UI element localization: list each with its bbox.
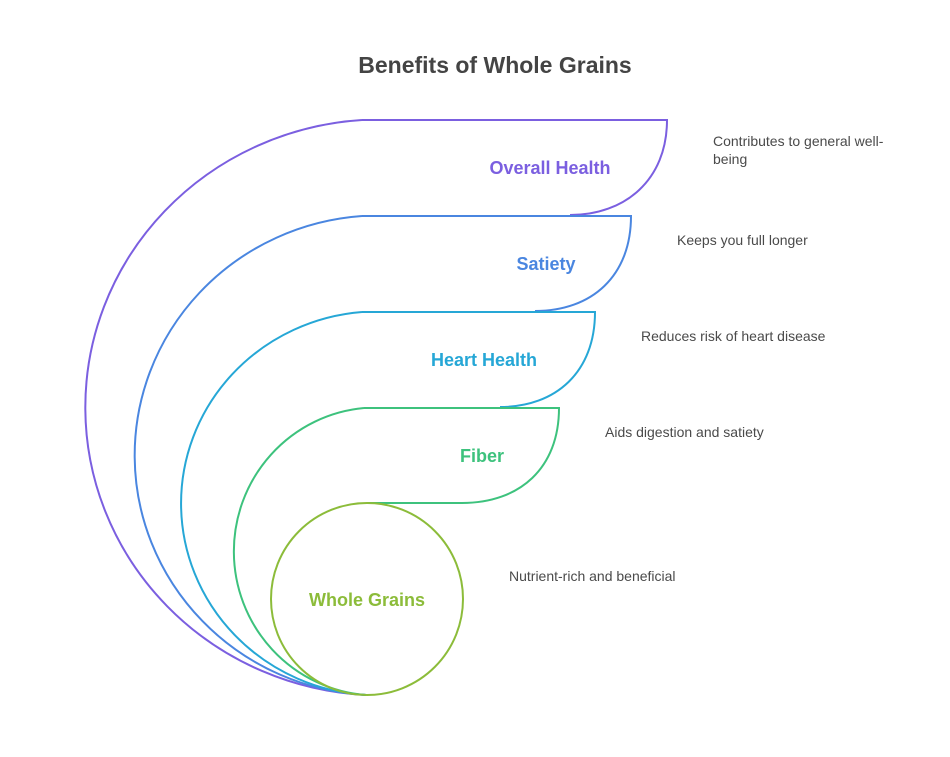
layer-label-satiety: Satiety [516,254,575,274]
layer-label-heart-health: Heart Health [431,350,537,370]
description-overall-health: Contributes to general well-being [713,133,884,167]
layer-shape-satiety [133,215,633,696]
description-whole-grains: Nutrient-rich and beneficial [509,568,676,584]
layer-shape-heart-health [180,311,597,696]
layer-shape-whole-grains [270,502,464,696]
description-heart-health: Reduces risk of heart disease [641,328,826,344]
diagram-title: Benefits of Whole Grains [358,52,632,78]
layer-label-fiber: Fiber [460,446,504,466]
layer-shape-overall-health [84,119,669,696]
layer-label-overall-health: Overall Health [489,158,610,178]
layer-shape-fiber [232,407,561,696]
description-satiety: Keeps you full longer [677,232,808,248]
description-fiber: Aids digestion and satiety [605,424,764,440]
layer-label-whole-grains: Whole Grains [309,590,425,610]
